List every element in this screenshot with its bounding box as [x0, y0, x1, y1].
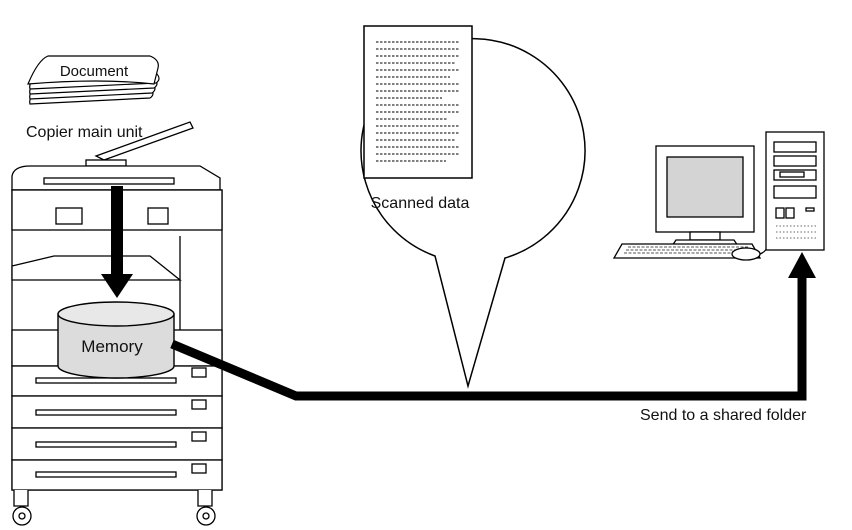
- scanned-data-label: Scanned data: [371, 195, 470, 212]
- memory-cylinder: [57, 301, 175, 379]
- document-label: Document: [60, 63, 129, 80]
- memory-label: Memory: [81, 337, 143, 356]
- document-stack-icon: [27, 55, 160, 105]
- scan-arrow: [101, 186, 133, 298]
- send-to-shared-folder-label: Send to a shared folder: [640, 407, 807, 424]
- scanned-data-bubble: [360, 25, 586, 389]
- computer-icon: [612, 131, 825, 261]
- copier-main-unit-label: Copier main unit: [26, 124, 143, 141]
- scanned-page-icon: [363, 25, 473, 179]
- send-line: [170, 252, 816, 401]
